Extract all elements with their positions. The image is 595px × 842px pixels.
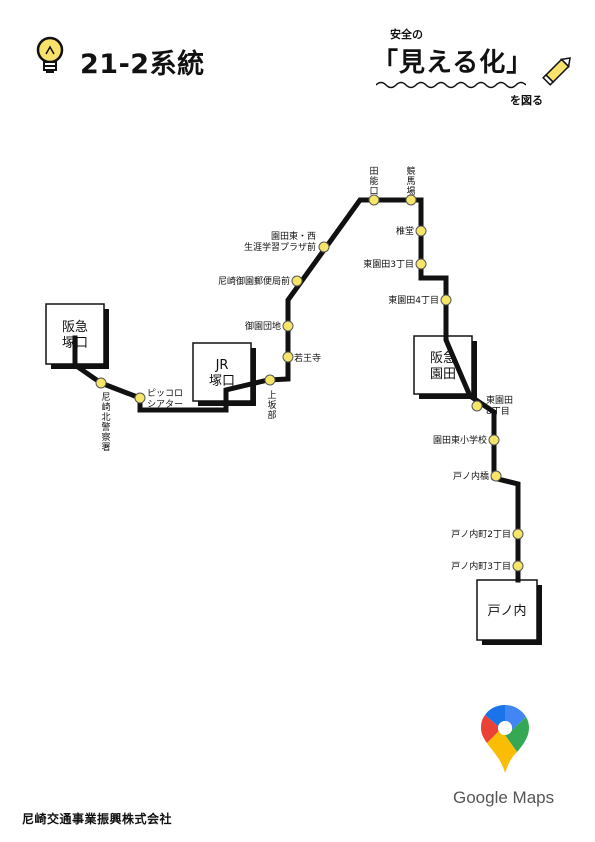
stop-marker	[134, 392, 146, 404]
stop-label-char: 察	[101, 431, 110, 443]
slogan-main: 「見える化」	[372, 48, 534, 78]
bus-stop-tanoguchi: 田能口	[368, 166, 380, 206]
terminal-label: 阪急	[62, 320, 88, 335]
stop-marker	[490, 470, 502, 482]
terminal-label: JR	[215, 358, 229, 373]
lightbulb-icon	[36, 36, 64, 73]
stop-label: 東園田	[486, 394, 513, 406]
bus-stop-tonouchi-3: 戸ノ内町3丁目	[451, 560, 524, 572]
stop-label: 東園田4丁目	[388, 294, 439, 306]
bus-stop-higashisonoda-3: 東園田3丁目	[363, 258, 427, 270]
stop-label: 戸ノ内橋	[453, 470, 489, 482]
company-name: 尼崎交通事業振興株式会社	[22, 812, 173, 826]
bus-stop-sonoda-higashi-school: 園田東小学校	[433, 434, 500, 446]
stop-marker	[282, 351, 294, 363]
stop-label: 御園団地	[245, 320, 281, 332]
terminal-box	[192, 342, 252, 402]
slogan-block: 安全の 「見える化」 を図る	[372, 24, 582, 114]
stop-label-char: 警	[101, 421, 110, 433]
pencil-icon	[542, 57, 571, 86]
stop-marker	[488, 434, 500, 446]
terminal-label: 塚口	[209, 374, 235, 389]
google-maps-pin-icon	[481, 705, 529, 773]
stop-label-char: 署	[101, 442, 110, 453]
terminal-tonouchi: 戸ノ内	[476, 579, 542, 645]
google-maps-brand: Google Maps	[453, 788, 555, 807]
stop-label: 園田東小学校	[433, 434, 487, 446]
stop-label-char: 田	[369, 166, 378, 177]
bus-stop-tonouchi-bashi: 戸ノ内橋	[453, 470, 502, 482]
stop-label-char: 上	[267, 390, 276, 401]
bus-stop-tonouchi-2: 戸ノ内町2丁目	[451, 528, 524, 540]
stop-label-char: 尼	[101, 392, 110, 403]
stop-marker	[318, 241, 330, 253]
bus-stop-keibajo: 競馬場	[405, 165, 417, 206]
slogan-top: 安全の	[390, 28, 423, 41]
stop-label-char: 馬	[406, 176, 415, 187]
stop-label: シアター	[147, 399, 183, 410]
bus-stop-shiido: 椎堂	[396, 225, 427, 237]
stop-marker	[368, 194, 380, 206]
stop-label: 東園田3丁目	[363, 258, 414, 270]
stop-label: 尼崎御園郵便局前	[218, 275, 290, 287]
stop-label-char: 場	[406, 185, 415, 197]
stop-label: 生涯学習プラザ前	[244, 241, 316, 253]
stop-marker	[512, 528, 524, 540]
stop-label: ピッコロ	[147, 388, 183, 399]
stop-label-char: 能	[369, 175, 378, 187]
stop-marker	[291, 275, 303, 287]
terminal-label: 戸ノ内	[487, 603, 526, 619]
stop-marker	[264, 374, 276, 386]
stop-marker	[282, 320, 294, 332]
terminal-box	[476, 579, 538, 641]
stop-label: 若王寺	[294, 352, 321, 364]
stop-label: 戸ノ内町3丁目	[451, 560, 511, 572]
stop-marker	[440, 294, 452, 306]
stop-label-char: 競	[406, 165, 415, 177]
stop-marker	[471, 400, 483, 412]
terminal-label: 阪急	[430, 351, 456, 366]
route-title: 21-2系統	[80, 49, 205, 80]
bus-stop-wakaoji: 若王寺	[282, 351, 321, 364]
stop-marker	[95, 377, 107, 389]
stop-label-char: 北	[101, 412, 110, 423]
terminal-label: 園田	[430, 367, 456, 382]
stop-label: 8丁目	[486, 406, 510, 417]
stop-label-char: 部	[267, 409, 276, 421]
stop-label: 園田東・西	[271, 230, 316, 242]
stop-label: 椎堂	[396, 225, 414, 237]
stop-marker	[405, 194, 417, 206]
stop-label-char: 口	[369, 187, 378, 197]
stop-marker	[415, 258, 427, 270]
slogan-bottom: を図る	[510, 94, 543, 107]
stop-marker	[512, 560, 524, 572]
bus-stop-misono-danchi: 御園団地	[245, 320, 294, 332]
stop-label-char: 坂	[267, 400, 276, 411]
stop-label: 戸ノ内町2丁目	[451, 528, 511, 540]
bus-stop-higashisonoda-4: 東園田4丁目	[388, 294, 452, 306]
stop-marker	[415, 225, 427, 237]
bus-stop-kamisakabe: 上坂部	[264, 374, 277, 421]
bus-stop-amagasaki-misono-post: 尼崎御園郵便局前	[218, 275, 303, 287]
wavy-underline	[376, 81, 526, 89]
stop-label-char: 崎	[101, 401, 110, 413]
